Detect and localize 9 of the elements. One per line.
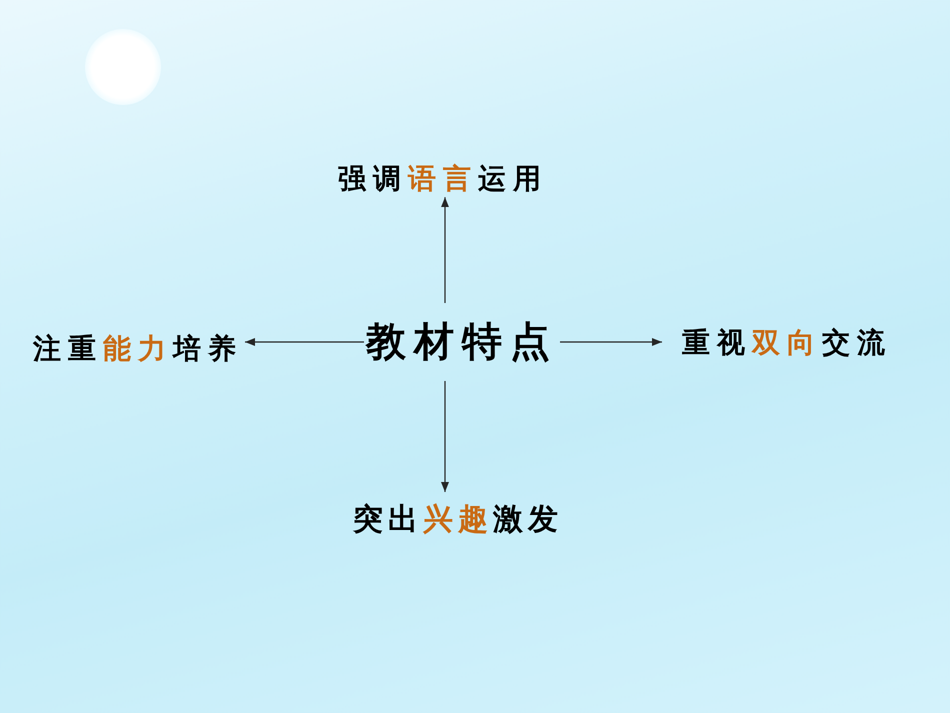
arrow <box>245 338 364 346</box>
arrow <box>441 197 449 303</box>
central-topic: 教材特点 <box>366 305 558 379</box>
branch-label: 注重能力培养 <box>33 333 243 366</box>
arrow <box>560 338 662 346</box>
branch-label: 重视双向交流 <box>664 327 892 360</box>
branch-label: 突出兴趣激发 <box>353 494 563 538</box>
branch-label: 强调语言运用 <box>338 163 548 196</box>
arrow <box>441 381 449 492</box>
